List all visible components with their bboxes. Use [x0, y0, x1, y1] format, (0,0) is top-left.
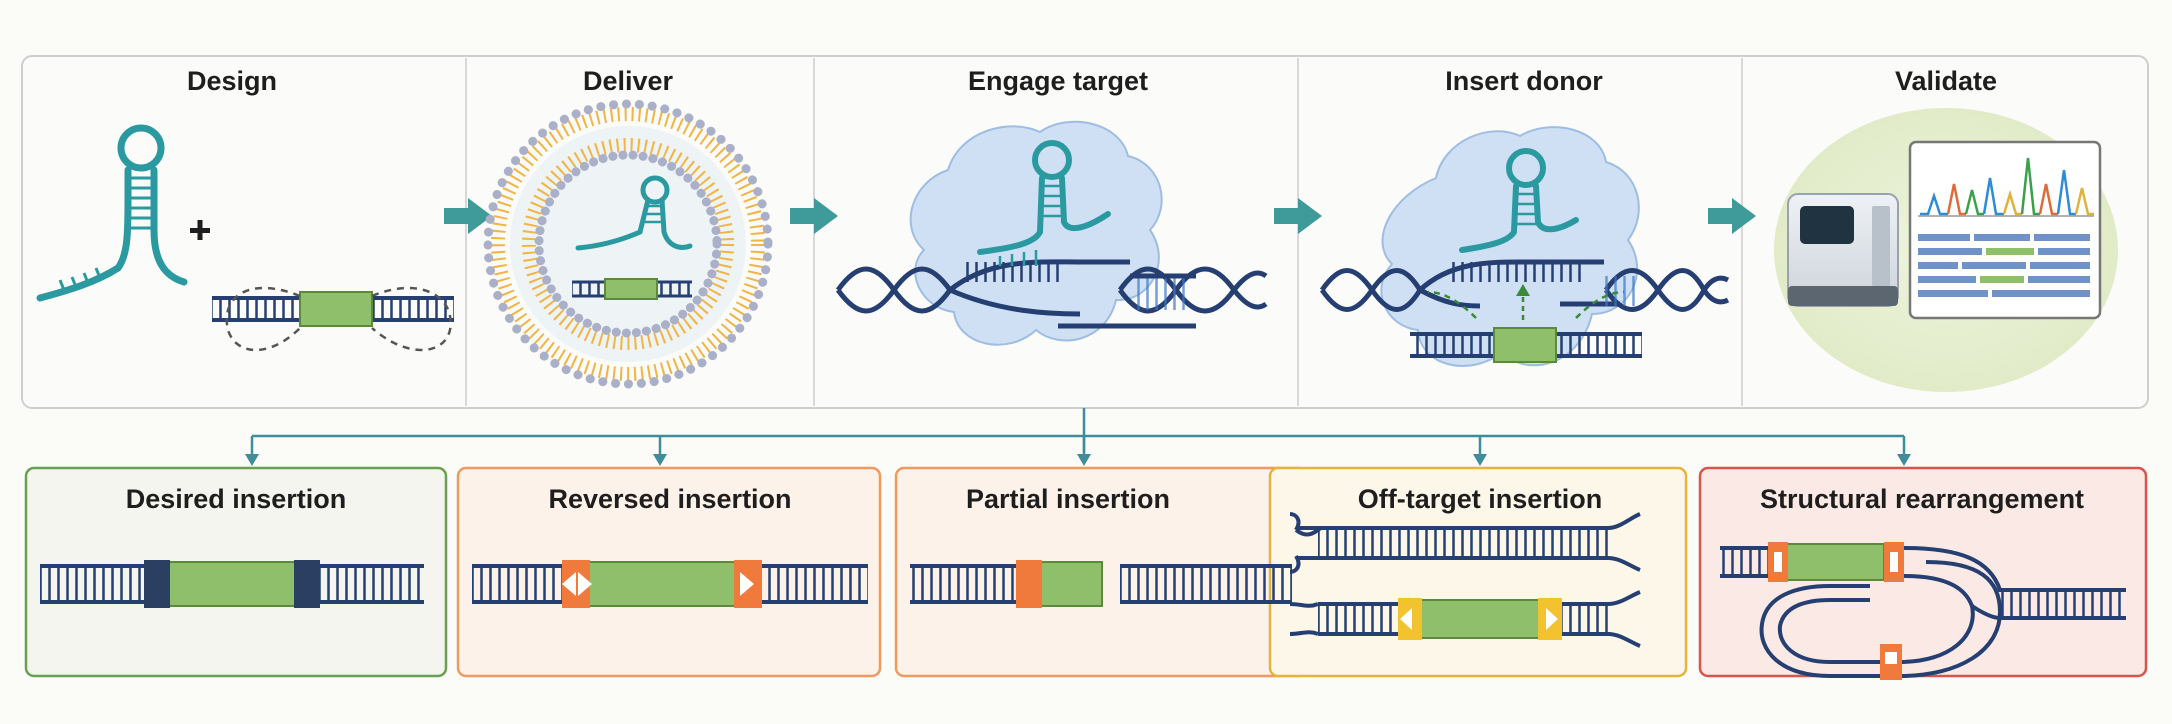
rearrangement-dna: [1720, 542, 2126, 680]
stage-title-engage-target: Engage target: [967, 66, 1149, 96]
outcome-connectors: [250, 408, 1906, 456]
stage-title-design: Design: [186, 66, 278, 96]
plus-icon: [190, 220, 210, 240]
outcome-title-desired: Desired insertion: [125, 484, 347, 514]
target-dna-icon: [1319, 259, 1730, 312]
outcome-title-partial: Partial insertion: [965, 484, 1171, 514]
outcome-title-off-target: Off-target insertion: [1357, 484, 1603, 514]
stage-title-insert-donor: Insert donor: [1445, 66, 1603, 96]
guide-rna-icon: [36, 124, 188, 302]
reversed-insertion-dna: [472, 560, 868, 608]
stage-title-validate: Validate: [1894, 66, 1998, 96]
sequencer-icon: [1787, 193, 1899, 307]
stage-arrow: [444, 198, 492, 234]
bound-guide-rna-icon: [1459, 148, 1579, 253]
donor-dna-icon: [212, 286, 454, 352]
outcome-title-reversed: Reversed insertion: [548, 484, 792, 514]
partial-insertion-dna: [910, 560, 1292, 608]
stage-arrow: [1708, 198, 1756, 234]
sequencing-results-icon: [1908, 140, 2102, 320]
desired-insertion-dna: [40, 560, 424, 608]
lipid-nanoparticle-icon: [483, 99, 773, 389]
bound-guide-rna-icon: [977, 140, 1111, 266]
donor-template-icon: [1410, 284, 1642, 363]
stage-arrow: [790, 198, 838, 234]
target-dna-icon: [835, 259, 1268, 329]
stage-title-deliver: Deliver: [582, 66, 674, 96]
stage-arrow: [1274, 198, 1322, 234]
outcome-title-rearrangement: Structural rearrangement: [1759, 484, 2085, 514]
off-target-dna: [1289, 512, 1641, 648]
